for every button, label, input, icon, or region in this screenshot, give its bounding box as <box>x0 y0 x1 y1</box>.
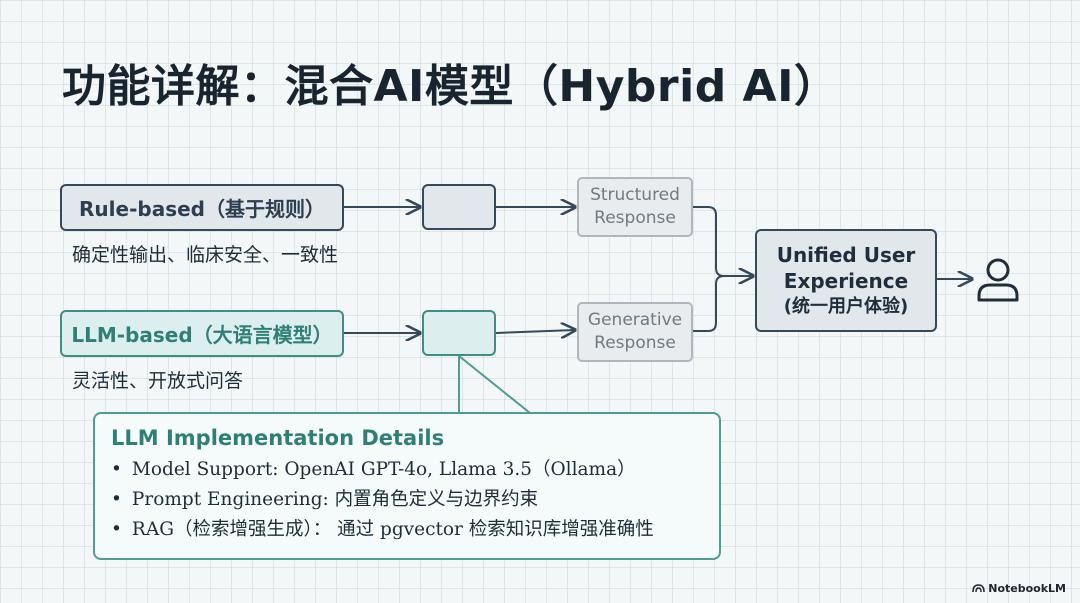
arrow-process-to-generative <box>495 330 575 333</box>
notebooklm-logo-icon <box>972 584 986 593</box>
unified-line3: (统一用户体验) <box>783 295 909 317</box>
unified-line2: Experience <box>783 268 909 293</box>
brand-label: NotebookLM <box>988 582 1066 595</box>
bullet-icon: • <box>111 459 122 480</box>
bullet-icon: • <box>111 489 122 510</box>
list-item: •Model Support: OpenAI GPT-4o, Llama 3.5… <box>111 459 636 480</box>
details-list: •Model Support: OpenAI GPT-4o, Llama 3.5… <box>111 455 703 545</box>
unified-experience-box: Unified User Experience (统一用户体验) <box>755 229 937 332</box>
rule-process-box <box>422 184 496 230</box>
brand-watermark: NotebookLM <box>972 582 1066 595</box>
llm-based-caption: 灵活性、开放式问答 <box>72 370 244 392</box>
page-title: 功能详解：混合AI模型（Hybrid AI） <box>62 61 839 112</box>
details-title: LLM Implementation Details <box>111 426 445 450</box>
llm-process-box <box>422 310 496 356</box>
generative-response-box: Generative Response <box>577 302 693 362</box>
rule-based-box: Rule-based（基于规则） <box>60 184 344 231</box>
unified-line1: Unified User <box>776 242 916 267</box>
rule-based-caption: 确定性输出、临床安全、一致性 <box>72 244 339 266</box>
bullet-icon: • <box>111 519 122 540</box>
generative-response-line2: Response <box>594 333 676 353</box>
llm-based-box: LLM-based（大语言模型） <box>60 310 344 357</box>
list-item: •Prompt Engineering: 内置角色定义与边界约束 <box>111 489 539 510</box>
line-structured-to-unified <box>693 206 753 276</box>
structured-response-line1: Structured <box>590 185 680 205</box>
line-generative-to-unified <box>693 275 725 332</box>
list-item: •RAG（检索增强生成）： 通过 pgvector 检索知识库增强准确性 <box>111 519 654 540</box>
user-icon <box>977 258 1019 302</box>
structured-response-line2: Response <box>594 208 676 228</box>
generative-response-line1: Generative <box>587 310 683 330</box>
structured-response-box: Structured Response <box>577 177 693 237</box>
llm-details-panel: LLM Implementation Details •Model Suppor… <box>93 412 721 560</box>
